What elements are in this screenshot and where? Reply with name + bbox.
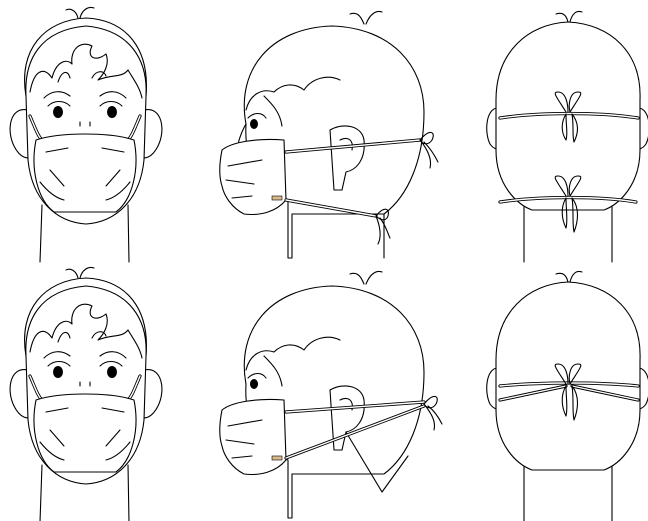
row-1-back-view — [487, 11, 648, 262]
row-2-side-view — [220, 272, 442, 519]
row-1-front-view — [10, 7, 162, 262]
row-1-side-view — [220, 12, 438, 259]
row-2-front-view — [10, 267, 162, 521]
row-2-back-view — [487, 271, 648, 521]
